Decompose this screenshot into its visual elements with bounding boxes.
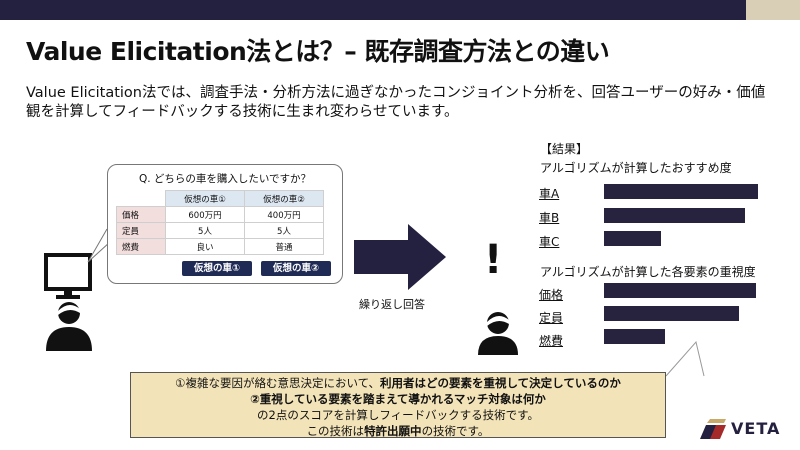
recommend-bar-a — [604, 184, 758, 199]
table-row: 定員 5人 5人 — [116, 222, 324, 239]
importance-bar-capacity — [604, 306, 739, 321]
top-bar — [0, 0, 800, 20]
importance-bar-price — [604, 283, 756, 298]
table-header-car1: 仮想の車① — [165, 190, 245, 207]
table-row: 価格 600万円 400万円 — [116, 206, 324, 223]
cell-car1-capacity: 5人 — [165, 222, 245, 239]
recommend-label-c: 車C — [539, 235, 560, 249]
row-label-fuel: 燃費 — [116, 238, 166, 255]
callout-line4-a: この技術は — [306, 424, 365, 438]
callout-line2: ②重視している要素を踏まえて導かれるマッチ対象は何か — [131, 391, 665, 407]
table-header-empty — [116, 190, 166, 207]
survey-question: Q. どちらの車を購入したいですか？ — [138, 173, 312, 185]
importance-bar-fuel — [604, 329, 665, 344]
recommend-title: アルゴリズムが計算したおすすめ度 — [540, 161, 732, 175]
cell-car2-capacity: 5人 — [244, 222, 324, 239]
top-bar-accent — [746, 0, 800, 20]
callout-line3: の2点のスコアを計算しフィードバックする技術です。 — [257, 408, 539, 422]
callout-pointer — [665, 340, 705, 377]
importance-label-capacity: 定員 — [539, 311, 564, 325]
row-label-capacity: 定員 — [116, 222, 166, 239]
arrow-right-icon — [354, 224, 446, 290]
result-heading: 【結果】 — [540, 142, 589, 156]
survey-bubble: Q. どちらの車を購入したいですか？ 仮想の車① 仮想の車② 価格 600万円 … — [107, 164, 343, 284]
choose-car2-button[interactable]: 仮想の車② — [261, 261, 331, 276]
bubble-tail — [87, 228, 111, 263]
callout-line2-text: ②重視している要素を踏まえて導かれるマッチ対象は何か — [250, 392, 546, 406]
cell-car1-fuel: 良い — [165, 238, 245, 255]
callout-line4: この技術は特許出願中の技術です。 — [131, 423, 665, 439]
importance-title: アルゴリズムが計算した各要素の重視度 — [540, 265, 756, 279]
cell-car2-fuel: 普通 — [244, 238, 324, 255]
callout-line4-c: の技術です。 — [421, 424, 490, 438]
callout-line1-a: ①複雑な要因が絡む意思決定において、 — [175, 376, 381, 390]
recommend-label-a: 車A — [539, 187, 560, 201]
computer-user-icon — [44, 253, 92, 351]
recommend-bar-b — [604, 208, 745, 223]
brand-logo-text: VETA — [731, 419, 781, 438]
page-title: Value Elicitation法とは？– 既存調査方法との違い — [26, 37, 610, 66]
cell-car2-price: 400万円 — [244, 206, 324, 223]
row-label-price: 価格 — [116, 206, 166, 223]
callout-line4-b: 特許出願中 — [364, 424, 422, 438]
callout-line1: ①複雑な要因が絡む意思決定において、利用者はどの要素を重視して決定しているのか — [131, 375, 665, 391]
callout-line1-b: 利用者はどの要素を重視して決定しているのか — [380, 376, 621, 390]
survey-table: 仮想の車① 仮想の車② 価格 600万円 400万円 定員 5人 5人 燃費 良… — [116, 190, 324, 255]
repeat-caption: 繰り返し回答 — [359, 298, 425, 311]
callout-box: ①複雑な要因が絡む意思決定において、利用者はどの要素を重視して決定しているのか … — [130, 372, 666, 438]
veta-logo-icon — [700, 419, 726, 439]
table-row: 燃費 良い 普通 — [116, 238, 324, 255]
recommend-label-b: 車B — [539, 211, 560, 225]
table-header-car2: 仮想の車② — [244, 190, 324, 207]
user-icon — [478, 312, 518, 355]
cell-car1-price: 600万円 — [165, 206, 245, 223]
exclamation-icon: ! — [484, 237, 503, 283]
recommend-bar-c — [604, 231, 661, 246]
lead-text: Value Elicitation法では、調査手法・分析方法に過ぎなかったコンジ… — [26, 85, 766, 120]
choose-car1-button[interactable]: 仮想の車① — [182, 261, 252, 276]
importance-label-fuel: 燃費 — [539, 334, 564, 348]
importance-label-price: 価格 — [539, 288, 564, 302]
